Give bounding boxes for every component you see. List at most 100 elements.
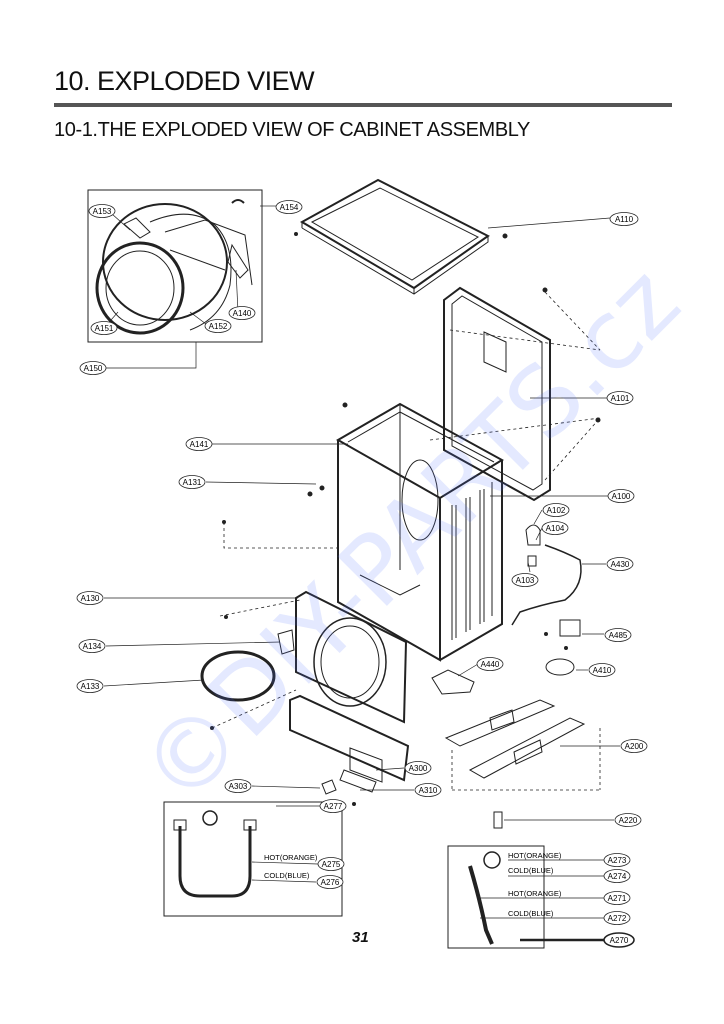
- label-A102: A102: [542, 503, 570, 517]
- svg-text:A274: A274: [608, 872, 627, 881]
- label-A274: A274: [603, 869, 631, 883]
- note-cold-r2: COLD(BLUE): [508, 909, 554, 918]
- note-hot-left: HOT(ORANGE): [264, 853, 318, 862]
- door-part: [95, 203, 253, 335]
- front-panel: [295, 590, 408, 724]
- label-A440: A440: [476, 657, 504, 671]
- leg-part: [493, 811, 503, 829]
- gasket-ring: [200, 650, 276, 702]
- screw-marks: [210, 232, 601, 806]
- hose-fitting-a: [173, 819, 187, 831]
- svg-text:A141: A141: [190, 440, 209, 449]
- label-A310: A310: [414, 783, 442, 797]
- knob-part: [321, 779, 337, 795]
- hose-notes: HOT(ORANGE) COLD(BLUE) HOT(ORANGE) COLD(…: [264, 851, 562, 918]
- cabinet-body: [335, 402, 504, 662]
- label-A300: A300: [404, 761, 432, 775]
- pump-part: [525, 524, 541, 546]
- hose-connector-right: [483, 851, 501, 869]
- label-A140: A140: [228, 306, 256, 320]
- filter-part: [559, 619, 581, 637]
- svg-text:A110: A110: [615, 215, 634, 224]
- part-labels: A110 A153 A154 A140 A151 A152 A150 A101 …: [76, 200, 648, 948]
- svg-text:A200: A200: [625, 742, 644, 751]
- valve-part: [545, 658, 575, 676]
- svg-text:A100: A100: [612, 492, 631, 501]
- label-A150: A150: [79, 361, 107, 375]
- back-cover-guides: [429, 291, 601, 481]
- label-A430: A430: [606, 557, 634, 571]
- door-assembly-frame: [87, 189, 263, 343]
- label-A134: A134: [78, 639, 106, 653]
- front-panel-guides: [211, 522, 338, 729]
- label-A103: A103: [511, 573, 539, 587]
- svg-text:A270: A270: [610, 936, 629, 945]
- control-panel: [289, 694, 410, 793]
- hose-fitting-b: [243, 819, 257, 831]
- svg-text:A150: A150: [84, 364, 103, 373]
- svg-text:A303: A303: [229, 782, 248, 791]
- svg-text:A103: A103: [516, 576, 535, 585]
- svg-text:A485: A485: [609, 631, 628, 640]
- svg-text:A310: A310: [419, 786, 438, 795]
- label-A410: A410: [588, 663, 616, 677]
- note-cold-left: COLD(BLUE): [264, 871, 310, 880]
- label-A101: A101: [606, 391, 634, 405]
- label-A110: A110: [609, 212, 639, 226]
- svg-text:A276: A276: [321, 878, 340, 887]
- svg-text:A102: A102: [547, 506, 566, 515]
- inlet-hose-frame: [163, 801, 343, 917]
- note-cold-r1: COLD(BLUE): [508, 866, 554, 875]
- label-A275: A275: [317, 857, 345, 871]
- svg-text:A430: A430: [611, 560, 630, 569]
- label-A141: A141: [185, 437, 213, 451]
- svg-text:A101: A101: [611, 394, 630, 403]
- label-A131: A131: [178, 475, 206, 489]
- door-latch: [277, 629, 295, 655]
- svg-text:A131: A131: [183, 478, 202, 487]
- svg-text:A130: A130: [81, 594, 100, 603]
- svg-text:A104: A104: [546, 524, 565, 533]
- svg-text:A271: A271: [608, 894, 627, 903]
- note-hot-r1: HOT(ORANGE): [508, 851, 562, 860]
- page-number: 31: [352, 929, 369, 946]
- svg-text:A410: A410: [593, 666, 612, 675]
- label-A133: A133: [76, 679, 104, 693]
- right-hose-frame: [447, 845, 545, 949]
- svg-text:A277: A277: [324, 802, 343, 811]
- label-A104: A104: [541, 521, 569, 535]
- svg-text:A272: A272: [608, 914, 627, 923]
- label-A271: A271: [603, 891, 631, 905]
- svg-text:A151: A151: [95, 324, 114, 333]
- label-A152: A152: [204, 319, 232, 333]
- back-cover: [443, 286, 551, 502]
- label-A153: A153: [88, 204, 116, 218]
- svg-text:A133: A133: [81, 682, 100, 691]
- base-guides: [451, 728, 601, 791]
- inlet-hose-left: [178, 826, 252, 898]
- svg-text:A153: A153: [93, 207, 112, 216]
- svg-text:A134: A134: [83, 642, 102, 651]
- motor-part: [431, 669, 475, 695]
- hose-connector-left: [202, 810, 218, 826]
- top-plate: [299, 178, 490, 295]
- svg-text:A273: A273: [608, 856, 627, 865]
- section-title: 10-1.THE EXPLODED VIEW OF CABINET ASSEMB…: [54, 119, 530, 141]
- label-A276: A276: [316, 875, 344, 889]
- svg-text:A440: A440: [481, 660, 500, 669]
- label-A273: A273: [603, 853, 631, 867]
- svg-text:A220: A220: [619, 816, 638, 825]
- svg-text:A152: A152: [209, 322, 228, 331]
- label-A200: A200: [620, 739, 648, 753]
- note-hot-r2: HOT(ORANGE): [508, 889, 562, 898]
- label-A270: A270: [603, 932, 635, 948]
- label-A154: A154: [275, 200, 303, 214]
- label-A220: A220: [614, 813, 642, 827]
- label-A130: A130: [76, 591, 104, 605]
- page-title: 10. EXPLODED VIEW: [54, 66, 315, 96]
- svg-text:A300: A300: [409, 764, 428, 773]
- label-A485: A485: [604, 628, 632, 642]
- label-A272: A272: [603, 911, 631, 925]
- leader-lines: [103, 205, 620, 942]
